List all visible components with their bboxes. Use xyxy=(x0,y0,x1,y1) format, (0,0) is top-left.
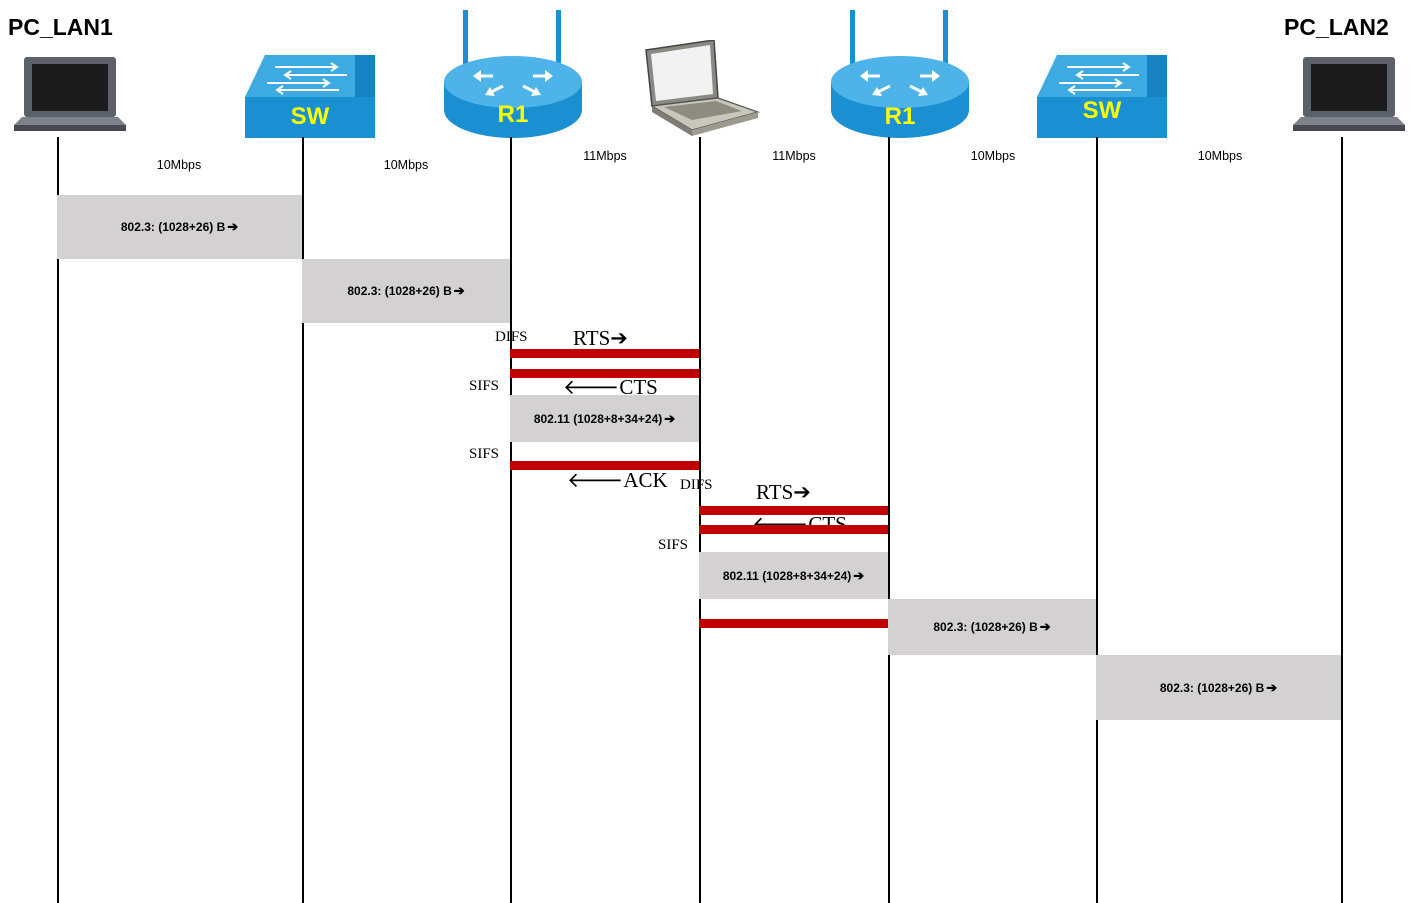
wireless-router-icon xyxy=(831,10,969,138)
timeline-laptop xyxy=(699,137,701,903)
frame-box-eth-4: 802.3: (1028+26) B➔ xyxy=(1096,655,1341,720)
pc-lan2-label: PC_LAN2 xyxy=(1284,14,1389,40)
frame-box-eth-1: 802.3: (1028+26) B➔ xyxy=(57,195,302,259)
cts-frame-bar xyxy=(510,369,699,378)
sifs-label: SIFS xyxy=(469,446,500,462)
rts-frame-bar xyxy=(699,506,888,515)
router-right: R1 xyxy=(830,10,970,138)
frame-box-eth-3: 802.3: (1028+26) B➔ xyxy=(888,599,1096,655)
laptop-icon xyxy=(1293,57,1405,131)
link-speed: 10Mbps xyxy=(1197,149,1243,163)
arrow-right-icon: ➔ xyxy=(853,567,865,583)
arrow-right-icon: ➔ xyxy=(793,480,811,504)
rts-frame-bar xyxy=(510,349,699,358)
wireless-router-icon xyxy=(444,10,582,138)
cts-frame-bar xyxy=(699,525,888,534)
ack-frame-bar xyxy=(510,461,699,470)
link-speed: 11Mbps xyxy=(583,149,627,163)
arrow-right-icon: ➔ xyxy=(610,326,628,350)
timeline-pc-lan1 xyxy=(57,137,59,903)
router-right-label: R1 xyxy=(884,103,916,130)
timeline-router-left xyxy=(510,137,512,903)
switch-left: SW xyxy=(245,55,375,138)
link-speed: 11Mbps xyxy=(772,149,816,163)
switch-left-label: SW xyxy=(290,103,330,130)
switch-right-label: SW xyxy=(1082,97,1122,124)
switch-right: SW xyxy=(1037,55,1167,138)
frame-label: 802.3: (1028+26) B xyxy=(1159,680,1265,695)
ack-label: 🡐ACK xyxy=(567,468,668,492)
timeline-switch-left xyxy=(302,137,304,903)
ack-frame-bar xyxy=(699,619,888,628)
frame-box-wifi-2: 802.11 (1028+8+34+24)➔ xyxy=(699,552,888,599)
laptop-icon xyxy=(14,57,126,131)
sifs-label: SIFS xyxy=(658,537,689,553)
arrow-right-icon: ➔ xyxy=(1266,679,1278,695)
router-left: R1 xyxy=(443,10,583,138)
frame-label: 802.11 (1028+8+34+24) xyxy=(722,568,852,583)
arrow-right-icon: ➔ xyxy=(1039,619,1051,634)
link-speed: 10Mbps xyxy=(970,149,1016,163)
difs-label: DIFS xyxy=(495,329,528,345)
frame-label: 802.3: (1028+26) B xyxy=(120,220,226,234)
rts-label: RTS➔ xyxy=(756,480,811,504)
arrow-right-icon: ➔ xyxy=(664,410,676,426)
frame-label: 802.3: (1028+26) B xyxy=(933,620,1038,634)
laptop-open-icon xyxy=(645,40,760,136)
timeline-router-right xyxy=(888,137,890,903)
difs-label: DIFS xyxy=(680,477,713,493)
switch-icon xyxy=(1037,55,1167,138)
pc-lan1-label: PC_LAN1 xyxy=(8,14,113,40)
sifs-label: SIFS xyxy=(469,378,500,394)
switch-icon xyxy=(245,55,375,138)
arrow-left-icon: 🡐 xyxy=(567,468,624,492)
frame-box-eth-2: 802.3: (1028+26) B➔ xyxy=(302,259,510,323)
link-speed: 10Mbps xyxy=(383,158,429,172)
arrow-right-icon: ➔ xyxy=(227,219,239,234)
link-speed: 10Mbps xyxy=(156,158,202,172)
frame-box-wifi-1: 802.11 (1028+8+34+24)➔ xyxy=(510,395,699,442)
arrow-right-icon: ➔ xyxy=(453,283,465,298)
router-left-label: R1 xyxy=(497,101,529,128)
frame-label: 802.3: (1028+26) B xyxy=(347,284,452,298)
frame-label: 802.11 (1028+8+34+24) xyxy=(533,411,663,426)
rts-label: RTS➔ xyxy=(573,326,628,350)
timeline-pc-lan2 xyxy=(1341,137,1343,903)
timeline-switch-right xyxy=(1096,137,1098,903)
